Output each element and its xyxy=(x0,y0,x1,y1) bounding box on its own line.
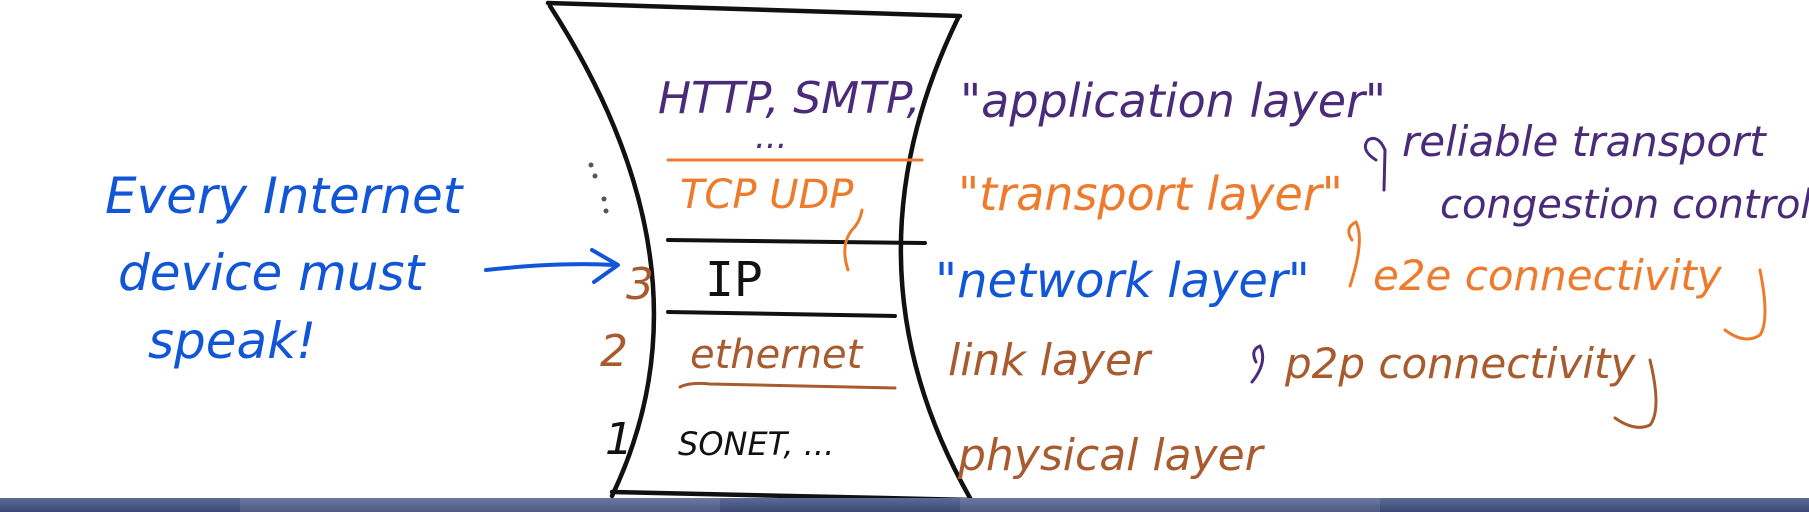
annotation-line1: Every Internet xyxy=(105,167,465,225)
application-protocols: HTTP, SMTP, xyxy=(658,73,921,124)
progress-segment xyxy=(960,498,1380,512)
pointer-arrow-shaft xyxy=(484,262,617,272)
network-layer-label: "network layer" xyxy=(935,253,1310,309)
link-service-arrow-icon xyxy=(1250,344,1265,384)
transport-service-line1: reliable transport xyxy=(1402,117,1767,166)
network-protocols: IP xyxy=(705,252,763,308)
transport-service-arrow-icon xyxy=(1363,136,1387,192)
dot-mark xyxy=(588,162,594,168)
network-service-label: e2e connectivity xyxy=(1373,251,1723,300)
physical-protocols: SONET, ... xyxy=(678,425,834,463)
application-ellipsis: ... xyxy=(755,117,787,157)
hourglass-top-edge xyxy=(545,0,963,19)
transport-protocols: TCP UDP xyxy=(680,172,854,218)
link-number: 2 xyxy=(600,326,628,377)
link-layer-label: link layer xyxy=(948,335,1153,386)
link-service-label: p2p connectivity xyxy=(1284,339,1636,388)
transport-layer-label: "transport layer" xyxy=(958,167,1343,221)
annotation-line2: device must xyxy=(118,244,427,302)
separator-transport-network xyxy=(666,238,927,245)
link-protocols: ethernet xyxy=(690,332,864,378)
hourglass-right-edge xyxy=(898,15,973,501)
dot-mark xyxy=(601,196,607,202)
progress-segment xyxy=(240,498,720,512)
transport-service-line2: congestion control xyxy=(1440,182,1809,228)
dot-mark xyxy=(603,208,609,214)
video-progress-bar[interactable] xyxy=(0,498,1809,512)
network-service-arrow-icon xyxy=(1347,220,1361,288)
network-service-tail xyxy=(1723,268,1767,341)
network-number: 3 xyxy=(626,259,654,310)
hourglass-left-edge xyxy=(547,3,657,499)
link-service-tail xyxy=(1613,358,1658,429)
transport-arrow-icon xyxy=(843,208,864,272)
pointer-arrow-icon xyxy=(590,248,620,284)
application-layer-label: "application layer" xyxy=(960,74,1386,128)
physical-number: 1 xyxy=(605,414,633,465)
physical-layer-label: physical layer xyxy=(957,430,1266,481)
separator-network-link xyxy=(666,310,897,318)
separator-link-physical xyxy=(678,381,897,390)
annotation-line3: speak! xyxy=(148,312,316,370)
dot-mark xyxy=(592,173,598,179)
